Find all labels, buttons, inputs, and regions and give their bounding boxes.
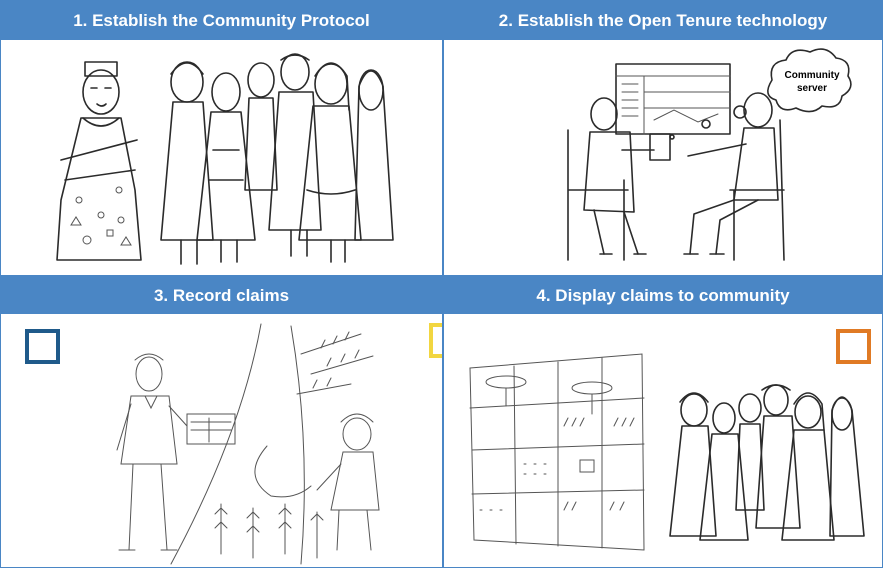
panel-community-protocol: 1. Establish the Community Protocol [0,0,443,276]
community-group-illustration [56,53,394,265]
community-viewers [669,384,865,541]
parcel-map [469,353,645,551]
tree-trunk [170,323,305,565]
group-figures [160,53,394,265]
cloud-label-line2: server [797,83,827,94]
person-with-tablet [567,97,671,261]
blue-square-marker [25,329,60,364]
field-recording-illustration [116,323,380,565]
panel-4-title: 4. Display claims to community [444,277,882,314]
software-screen [615,63,731,135]
panel-1-title: 1. Establish the Community Protocol [1,1,442,40]
panel-3-title: 3. Record claims [1,277,442,314]
crop-plants [214,503,324,559]
panel-display-claims: 4. Display claims to community [443,276,883,568]
person-viewing [683,92,785,261]
panel-open-tenure-technology: 2. Establish the Open Tenure technology … [443,0,883,276]
farmer-with-sickle [254,413,380,551]
cloud-label-line1: Community [785,70,840,81]
technology-meeting-illustration: Community server [567,48,852,261]
yellow-square-marker [429,323,442,358]
orange-square-marker [836,329,871,364]
claims-map-illustration [469,353,865,551]
chief-figure [56,61,142,261]
panel-record-claims: 3. Record claims [0,276,443,568]
panel-2-title: 2. Establish the Open Tenure technology [444,1,882,40]
surveyor-with-tablet [116,353,236,551]
tree-branches [296,331,374,395]
